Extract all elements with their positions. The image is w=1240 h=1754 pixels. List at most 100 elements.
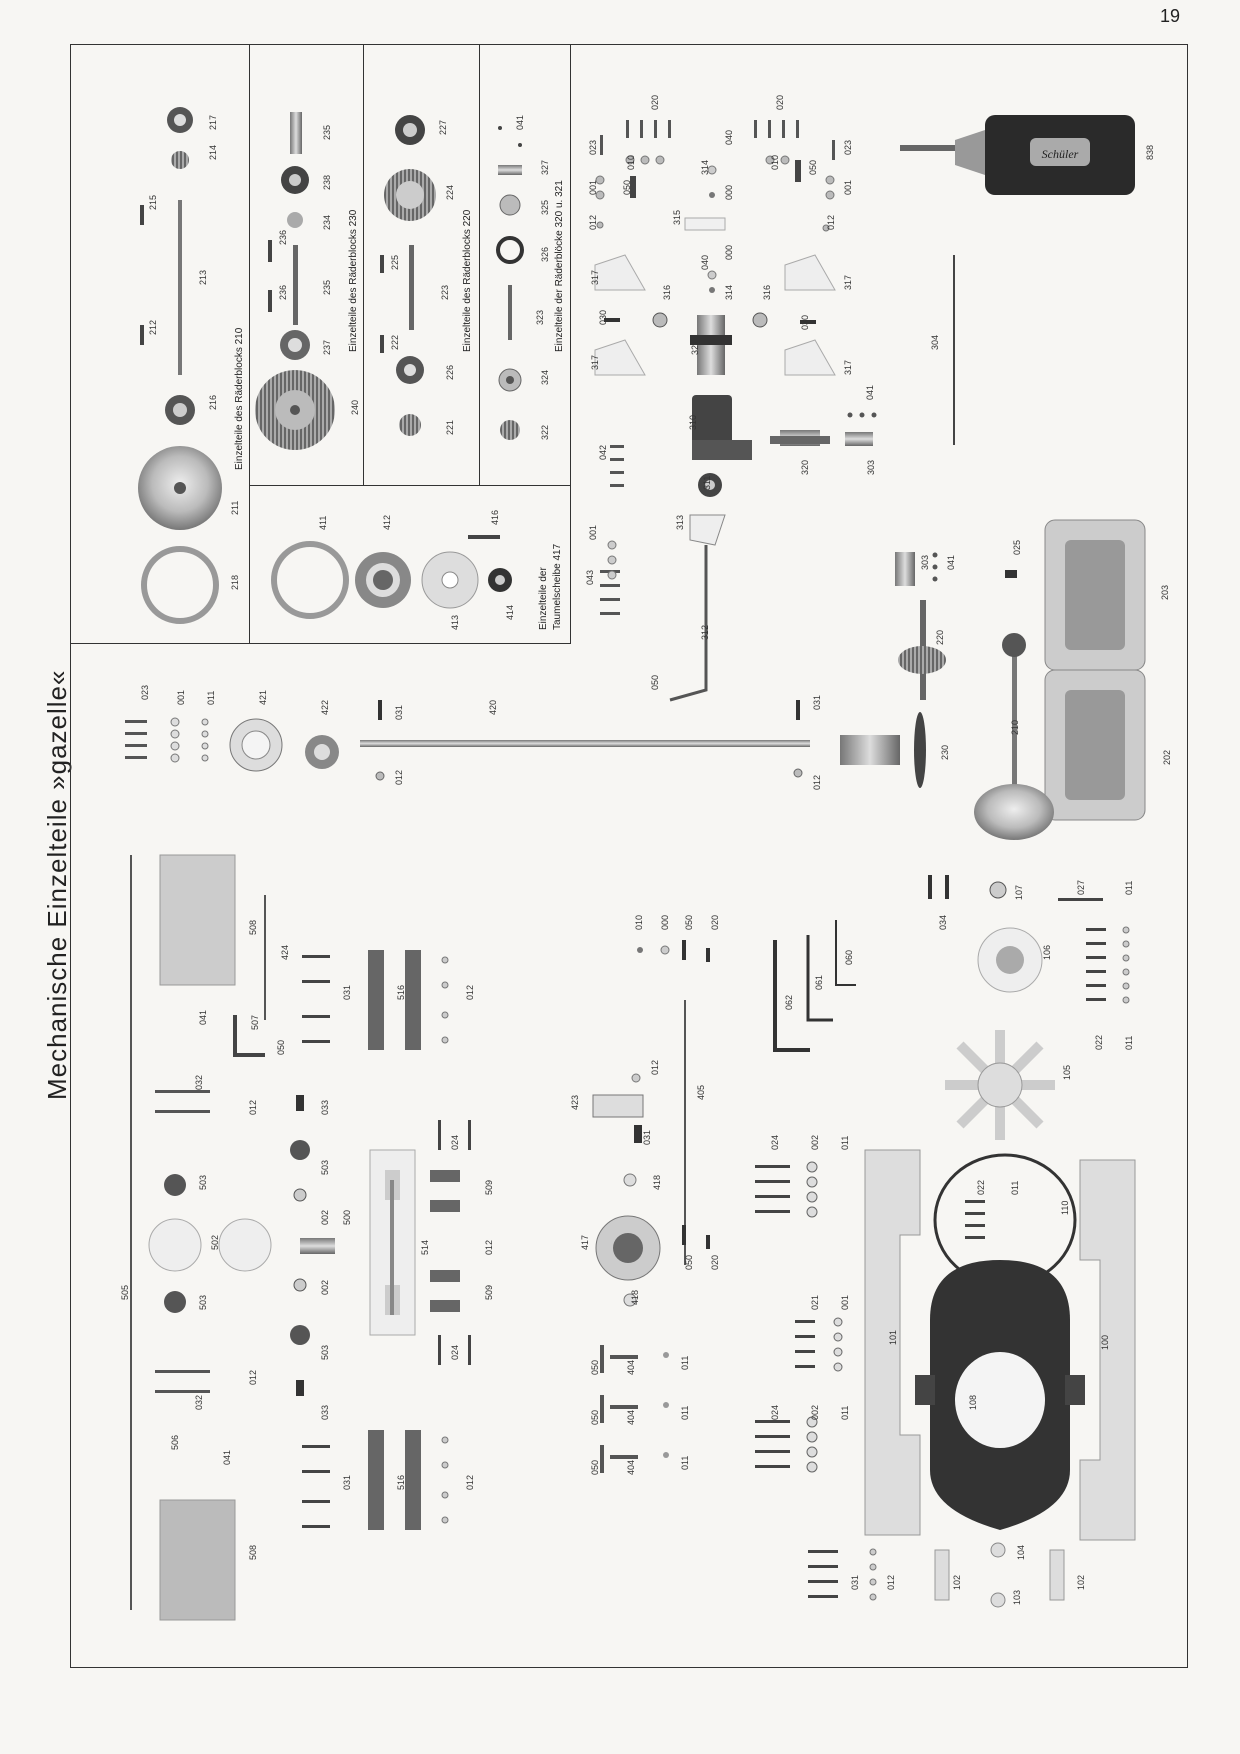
- part-label-325: 325: [540, 199, 550, 215]
- part-label-411: 411: [318, 515, 328, 530]
- part-label-106: 106: [1042, 944, 1052, 960]
- part-label-503: 503: [320, 1159, 330, 1175]
- part-label-060: 060: [844, 949, 854, 965]
- part-label-235: 235: [322, 124, 332, 140]
- part-label-000: 000: [660, 914, 670, 930]
- part-label-031: 031: [642, 1129, 652, 1145]
- part-label-061: 061: [814, 974, 824, 990]
- part-label-011: 011: [1010, 1180, 1020, 1195]
- part-label-020: 020: [710, 1254, 720, 1270]
- part-label-404: 404: [626, 1459, 636, 1475]
- part-label-031: 031: [342, 984, 352, 1000]
- part-label-418: 418: [652, 1174, 662, 1190]
- part-label-001: 001: [843, 179, 853, 195]
- part-label-422: 422: [320, 699, 330, 715]
- part-label-416: 416: [490, 509, 500, 525]
- part-label-509: 509: [484, 1284, 494, 1300]
- part-label-514: 514: [420, 1239, 430, 1255]
- part-label-104: 104: [1016, 1544, 1026, 1560]
- part-label-310: 310: [688, 414, 698, 430]
- part-label-032: 032: [194, 1074, 204, 1090]
- part-label-031: 031: [342, 1474, 352, 1490]
- part-label-034: 034: [938, 914, 948, 930]
- part-label-110: 110: [1060, 1200, 1070, 1215]
- part-label-022: 022: [976, 1179, 986, 1195]
- part-label-405: 405: [696, 1084, 706, 1100]
- part-label-303: 303: [920, 554, 930, 570]
- page-number: 19: [1160, 6, 1181, 26]
- part-label-414: 414: [505, 604, 515, 620]
- part-label-012: 012: [465, 984, 475, 1000]
- part-label-002: 002: [810, 1134, 820, 1150]
- part-label-050: 050: [684, 914, 694, 930]
- part-label-012: 012: [465, 1474, 475, 1490]
- part-label-050: 050: [276, 1039, 286, 1055]
- part-label-503: 503: [198, 1174, 208, 1190]
- part-label-031: 031: [812, 694, 822, 710]
- part-label-503: 503: [320, 1344, 330, 1360]
- part-label-023: 023: [140, 684, 150, 700]
- part-label-224: 224: [445, 184, 455, 200]
- parts-frame: [70, 44, 1188, 1668]
- part-label-001: 001: [840, 1294, 850, 1310]
- part-label-011: 011: [206, 690, 216, 705]
- part-label-235: 235: [322, 279, 332, 295]
- part-label-105: 105: [1062, 1064, 1072, 1080]
- part-label-050: 050: [684, 1254, 694, 1270]
- part-label-215: 215: [148, 194, 158, 210]
- part-label-508: 508: [248, 1544, 258, 1560]
- part-label-024: 024: [770, 1134, 780, 1150]
- part-label-316: 316: [762, 284, 772, 300]
- part-label-025: 025: [1012, 539, 1022, 555]
- part-label-424: 424: [280, 944, 290, 960]
- part-label-033: 033: [320, 1099, 330, 1115]
- part-label-312: 312: [700, 624, 710, 640]
- part-label-202: 202: [1162, 749, 1172, 765]
- part-label-216: 216: [208, 394, 218, 410]
- part-label-062: 062: [784, 994, 794, 1010]
- part-label-317: 317: [590, 354, 600, 370]
- part-label-317: 317: [843, 359, 853, 375]
- part-label-001: 001: [588, 179, 598, 195]
- part-label-042: 042: [598, 444, 608, 460]
- part-label-304: 304: [930, 334, 940, 350]
- part-label-418: 418: [630, 1289, 640, 1305]
- part-label-020: 020: [650, 94, 660, 110]
- part-label-002: 002: [320, 1279, 330, 1295]
- part-label-108: 108: [968, 1394, 978, 1410]
- part-label-002: 002: [810, 1404, 820, 1420]
- part-label-323: 323: [535, 309, 545, 325]
- part-label-023: 023: [588, 139, 598, 155]
- part-label-001: 001: [588, 524, 598, 540]
- part-label-001: 001: [176, 689, 186, 705]
- part-label-011: 011: [840, 1135, 850, 1150]
- part-label-011: 011: [680, 1405, 690, 1420]
- part-label-217: 217: [208, 114, 218, 130]
- part-label-516: 516: [396, 984, 406, 1000]
- part-label-024: 024: [450, 1344, 460, 1360]
- part-label-012: 012: [248, 1369, 258, 1385]
- part-label-313: 313: [675, 514, 685, 530]
- part-label-100: 100: [1100, 1334, 1110, 1350]
- part-label-030: 030: [598, 309, 608, 325]
- part-label-509: 509: [484, 1179, 494, 1195]
- part-label-041: 041: [515, 114, 525, 130]
- part-label-227: 227: [438, 119, 448, 135]
- part-label-031: 031: [850, 1574, 860, 1590]
- part-label-012: 012: [394, 769, 404, 785]
- part-label-041: 041: [946, 554, 956, 570]
- part-label-506: 506: [170, 1434, 180, 1450]
- part-label-102: 102: [952, 1574, 962, 1590]
- part-218-icon: [141, 546, 219, 624]
- part-label-050: 050: [590, 1359, 600, 1375]
- part-label-303: 303: [866, 459, 876, 475]
- part-label-516: 516: [396, 1474, 406, 1490]
- part-label-500: 500: [342, 1209, 352, 1225]
- part-label-503: 503: [198, 1294, 208, 1310]
- part-label-413: 413: [450, 614, 460, 630]
- part-label-012: 012: [588, 214, 598, 230]
- part-label-027: 027: [1076, 879, 1086, 895]
- part-label-223: 223: [440, 284, 450, 300]
- part-label-420: 420: [488, 699, 498, 715]
- part-label-317: 317: [843, 274, 853, 290]
